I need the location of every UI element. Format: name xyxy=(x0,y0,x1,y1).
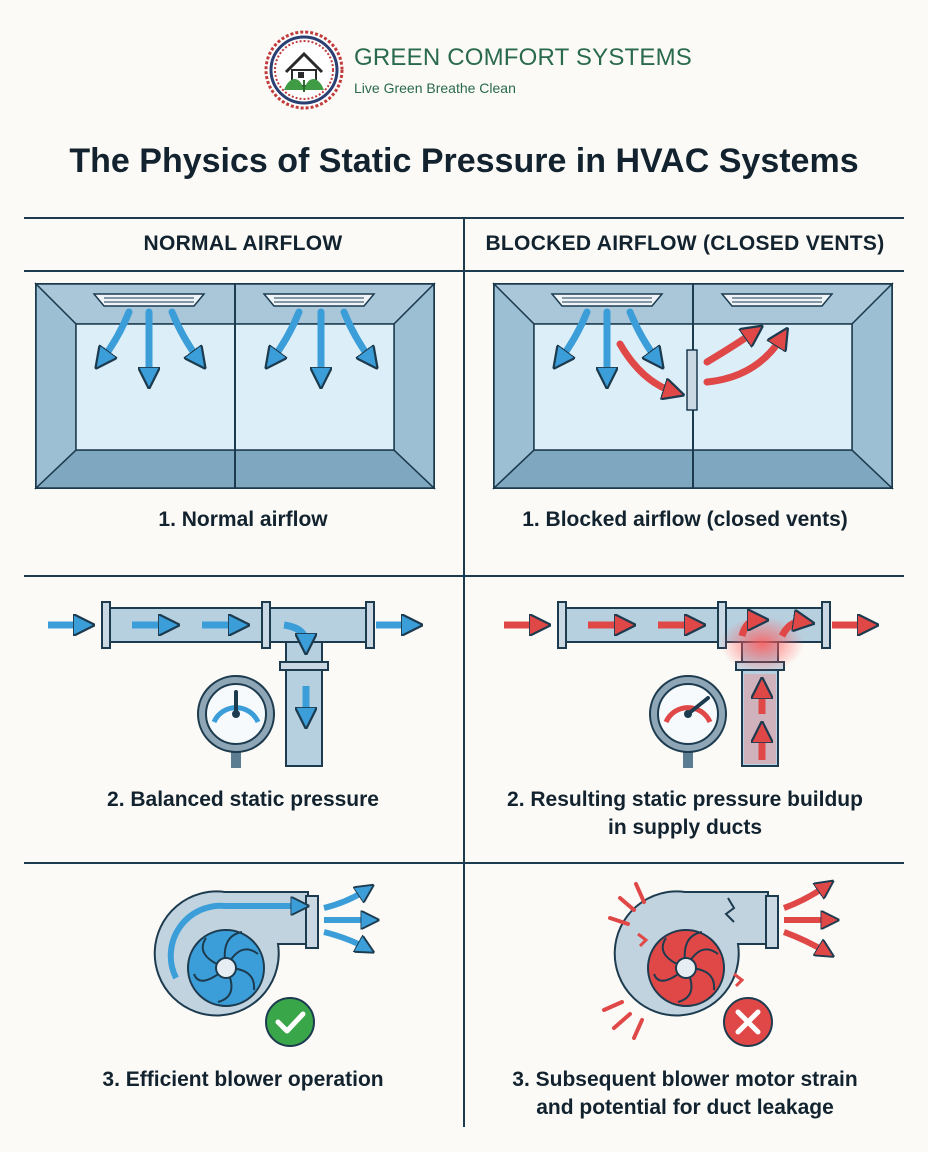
duct-pressure-buildup-diagram xyxy=(504,601,890,768)
rooms-normal-airflow-diagram xyxy=(34,282,436,490)
blower-strain-diagram xyxy=(602,878,870,1047)
x-circle-icon xyxy=(723,997,773,1047)
brand-name: GREEN COMFORT SYSTEMS xyxy=(354,44,693,71)
brand-header: GREEN COMFORT SYSTEMS Live Green Breathe… xyxy=(264,30,692,114)
closed-vent-icon xyxy=(720,293,834,307)
check-circle-icon xyxy=(265,997,315,1047)
column-heading-blocked: BLOCKED AIRFLOW (CLOSED VENTS) xyxy=(485,232,885,255)
green-house-logo-icon xyxy=(264,30,344,110)
open-vent-icon xyxy=(550,293,664,307)
caption-balanced-pressure: 2. Balanced static pressure xyxy=(107,788,379,811)
caption-normal-airflow: 1. Normal airflow xyxy=(158,508,328,531)
strain-lines-icon xyxy=(602,882,646,1040)
caption-blower-strain: 3. Subsequent blower motor strain and po… xyxy=(512,1068,858,1119)
duct-crack-icon xyxy=(724,897,736,923)
closed-door-icon xyxy=(686,349,698,411)
blower-fan-red-icon xyxy=(647,929,725,1007)
column-heading-normal: NORMAL AIRFLOW xyxy=(143,232,343,255)
blower-efficient-diagram xyxy=(153,880,410,1047)
page-title: The Physics of Static Pressure in HVAC S… xyxy=(69,142,859,180)
brand-tagline: Live Green Breathe Clean xyxy=(354,80,516,96)
pressure-gauge-normal-icon xyxy=(197,675,275,768)
blower-fan-blue-icon xyxy=(187,929,265,1007)
duct-balanced-pressure-diagram xyxy=(48,601,434,768)
pressure-gauge-high-icon xyxy=(649,675,727,768)
caption-blocked-airflow: 1. Blocked airflow (closed vents) xyxy=(522,508,848,531)
caption-pressure-buildup: 2. Resulting static pressure buildup in … xyxy=(507,788,863,839)
caption-efficient-blower: 3. Efficient blower operation xyxy=(102,1068,384,1091)
supply-vent-left-icon xyxy=(92,293,206,307)
supply-vent-right-icon xyxy=(262,293,376,307)
column-divider xyxy=(463,217,465,1127)
rooms-blocked-airflow-diagram xyxy=(492,282,894,490)
